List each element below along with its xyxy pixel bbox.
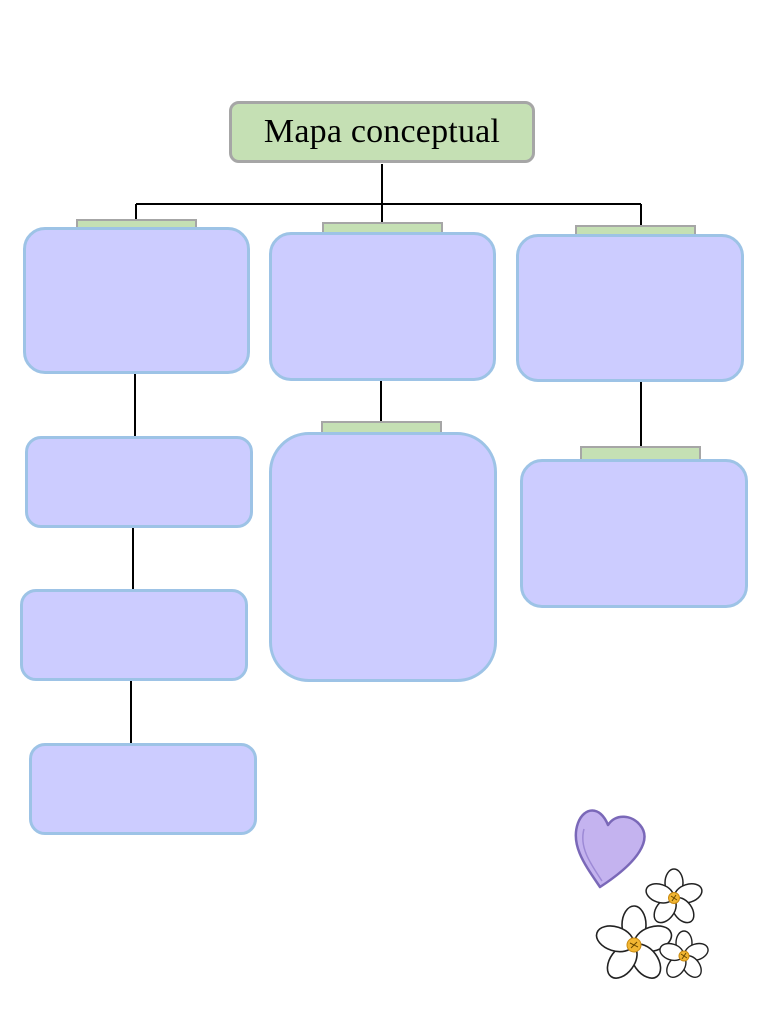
root-concept-box[interactable]: Mapa conceptual xyxy=(229,101,535,163)
concept-node-center-1[interactable] xyxy=(269,232,496,381)
flower-icon xyxy=(645,868,703,924)
node-tab-center-2 xyxy=(321,421,442,432)
node-tab-center-1 xyxy=(322,222,443,233)
concept-node-left-1[interactable] xyxy=(23,227,250,374)
decoration-cluster xyxy=(574,809,709,979)
concept-node-center-2[interactable] xyxy=(269,432,497,682)
concept-node-left-4[interactable] xyxy=(29,743,257,835)
concept-node-right-2[interactable] xyxy=(520,459,748,608)
concept-node-left-2[interactable] xyxy=(25,436,253,528)
node-tab-right-2 xyxy=(580,446,701,460)
concept-node-right-1[interactable] xyxy=(516,234,744,382)
node-tab-left-1 xyxy=(76,219,197,230)
node-tab-right-1 xyxy=(575,225,696,236)
flower-icon xyxy=(595,905,673,979)
heart-icon xyxy=(574,809,646,889)
concept-node-left-3[interactable] xyxy=(20,589,248,681)
flower-icon xyxy=(659,930,709,979)
